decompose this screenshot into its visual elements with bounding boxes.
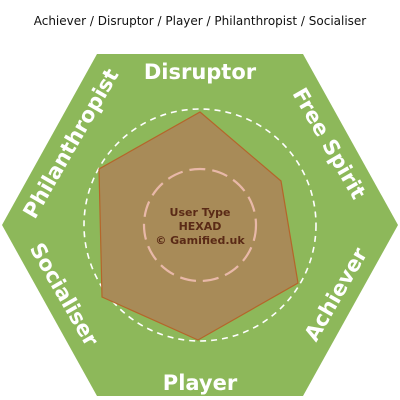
center-line-3: © Gamified.uk — [155, 234, 245, 247]
inner-dashed-circle — [142, 167, 258, 283]
outer-dashed-circle — [83, 108, 317, 342]
profile-polygon — [98, 111, 299, 341]
center-line-2: HEXAD — [179, 220, 222, 233]
page-title: Achiever / Disruptor / Player / Philanth… — [33, 14, 367, 28]
center-line-1: User Type — [170, 206, 231, 219]
segment-label-player: Player — [163, 371, 238, 395]
segment-label-disruptor: Disruptor — [144, 60, 257, 84]
